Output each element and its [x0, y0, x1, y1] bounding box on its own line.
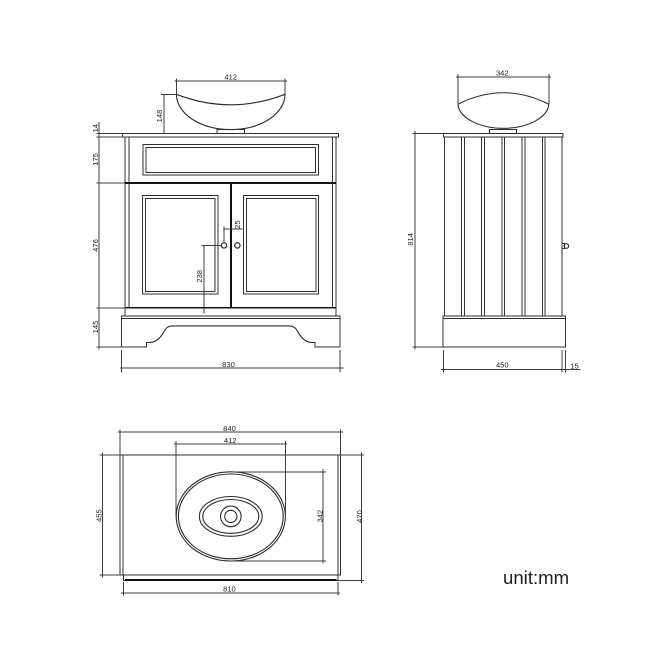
svg-text:450: 450: [496, 361, 509, 370]
svg-text:unit:mm: unit:mm: [503, 567, 569, 588]
svg-text:25: 25: [233, 220, 242, 228]
svg-text:342: 342: [496, 69, 509, 78]
svg-text:830: 830: [222, 360, 235, 369]
svg-text:342: 342: [315, 510, 324, 523]
svg-text:145: 145: [91, 321, 100, 334]
svg-text:175: 175: [91, 153, 100, 166]
svg-text:476: 476: [91, 239, 100, 252]
svg-text:810: 810: [223, 585, 236, 594]
svg-text:15: 15: [570, 361, 578, 370]
svg-text:14: 14: [91, 124, 100, 132]
svg-text:814: 814: [406, 233, 415, 246]
svg-text:412: 412: [224, 72, 237, 81]
svg-text:148: 148: [155, 110, 164, 123]
svg-text:238: 238: [195, 270, 204, 283]
svg-text:455: 455: [95, 509, 104, 522]
svg-text:412: 412: [224, 436, 237, 445]
svg-text:470: 470: [355, 510, 364, 523]
svg-text:840: 840: [223, 424, 236, 433]
